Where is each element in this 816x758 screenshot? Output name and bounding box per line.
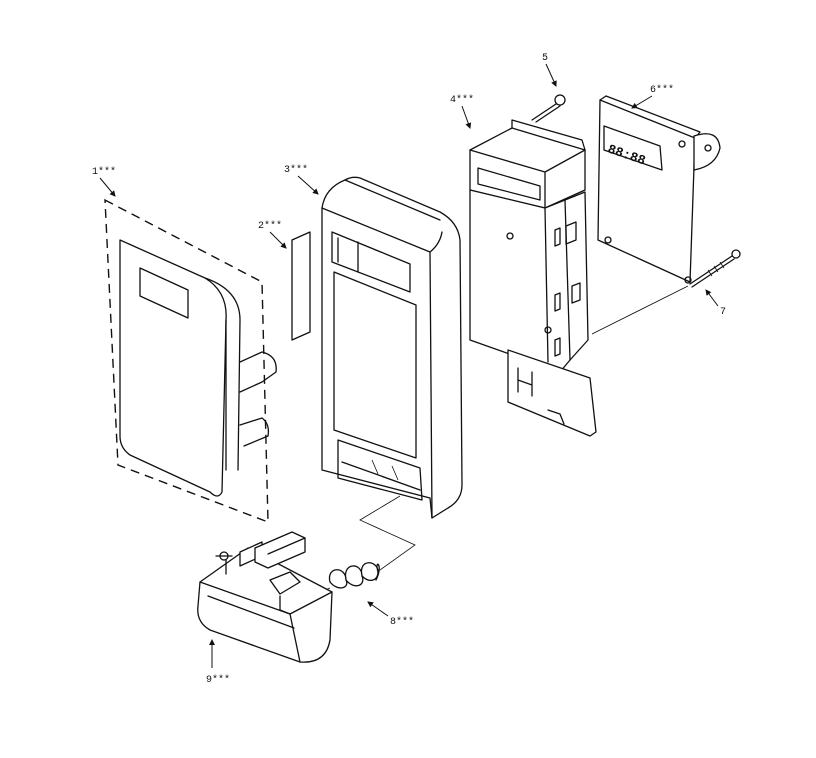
callout-label-2: 2*** <box>258 220 282 232</box>
part-7-long-screw <box>591 249 741 335</box>
callout-label-5: 5 <box>542 53 548 64</box>
callout-6: 6*** <box>631 84 674 109</box>
part-2-strip <box>291 231 311 341</box>
callout-1: 1*** <box>92 166 116 197</box>
callout-label-6: 6*** <box>650 84 674 96</box>
part-6-display-board: 88:88 <box>597 95 721 284</box>
part-3-control-frame <box>321 176 463 519</box>
callout-8: 8*** <box>367 601 414 628</box>
callout-label-1: 1*** <box>92 166 116 178</box>
callout-4: 4*** <box>450 94 474 129</box>
callout-9: 9*** <box>206 639 230 686</box>
callout-7: 7 <box>705 289 726 318</box>
part-9-latch-holder <box>197 531 333 663</box>
callout-label-7: 7 <box>720 307 726 318</box>
callout-label-8: 8*** <box>390 616 414 628</box>
part-4-circuit-board <box>469 119 597 437</box>
callout-5: 5 <box>542 53 557 87</box>
callout-label-9: 9*** <box>206 674 230 686</box>
part-5-screw <box>531 94 566 123</box>
callout-label-3: 3*** <box>284 164 308 176</box>
callout-label-4: 4*** <box>450 94 474 106</box>
callout-2: 2*** <box>258 220 287 249</box>
callout-3: 3*** <box>284 164 319 195</box>
part-1-door-assembly <box>104 198 277 524</box>
